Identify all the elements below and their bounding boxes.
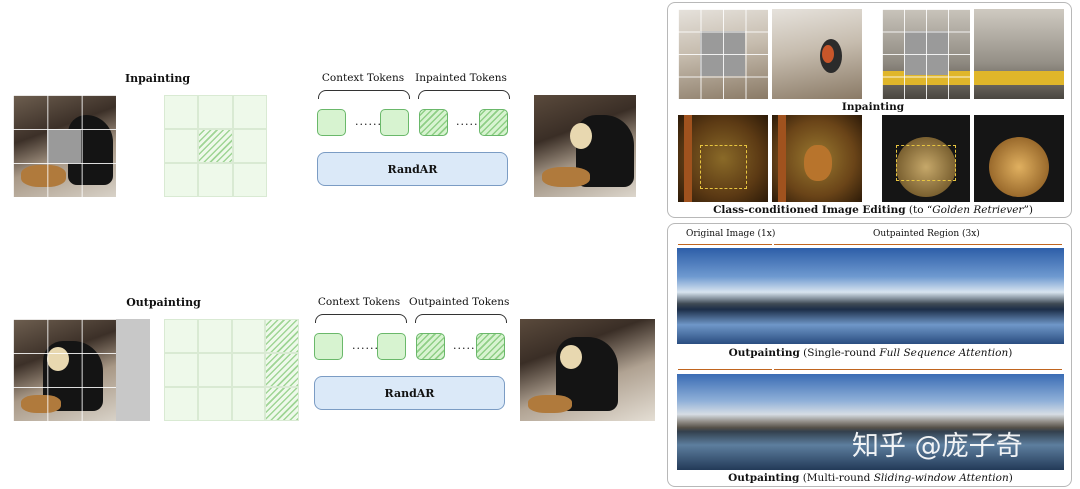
inpainting-caption: Inpainting: [841, 101, 905, 113]
inpainting-token-grid: [164, 95, 267, 197]
inpainting-title: Inpainting: [124, 72, 191, 85]
outpainted-token: [416, 333, 445, 360]
outpainted-token: [476, 333, 505, 360]
original-image-label: Original Image (1x): [686, 229, 776, 239]
dog-edited-image: [772, 115, 862, 202]
inpainted-token: [419, 109, 448, 136]
panorama-full-attention: [677, 248, 1064, 344]
inpainted-tokens-label: Inpainted Tokens: [415, 72, 507, 84]
context-token: [380, 109, 409, 136]
outpainting-token-grid: [164, 319, 299, 421]
owl-source-image: [678, 115, 768, 202]
context-brace: [315, 314, 407, 323]
editing-caption: Class-conditioned Image Editing (to “Gol…: [713, 204, 1033, 216]
building-masked-image: [882, 9, 970, 99]
inpainting-output-image: [534, 95, 636, 197]
original-range-arrow: [678, 369, 772, 370]
outpainted-range-arrow: [774, 369, 1062, 370]
context-tokens-label: Context Tokens: [321, 72, 405, 84]
ellipsis: ......: [453, 339, 480, 352]
randar-model-box: RandAR: [314, 376, 505, 410]
ellipsis: ......: [355, 115, 382, 128]
context-brace: [318, 90, 410, 99]
outpainting-title: Outpainting: [126, 296, 201, 309]
editing-results-panel: Inpainting Class-conditioned Image Editi…: [667, 2, 1072, 218]
ellipsis: ......: [352, 339, 379, 352]
outpainted-brace: [415, 314, 507, 323]
watermark-text: 知乎 @庞子奇: [852, 431, 1023, 462]
bird-inpainted-image: [772, 9, 862, 99]
outpainted-tokens-label: Outpainted Tokens: [409, 296, 510, 308]
randar-model-box: RandAR: [317, 152, 508, 186]
building-inpainted-image: [974, 9, 1064, 99]
outpainting-full-caption: Outpainting (Single-round Full Sequence …: [728, 347, 1013, 359]
context-tokens-label: Context Tokens: [317, 296, 401, 308]
bird-masked-image: [678, 9, 768, 99]
inpainted-brace: [418, 90, 510, 99]
inpainting-input-image: [13, 95, 116, 197]
outpainting-sliding-caption: Outpainting (Multi-round Sliding-window …: [728, 472, 1013, 484]
context-token: [377, 333, 406, 360]
ellipsis: ......: [456, 115, 483, 128]
outpainted-range-arrow: [774, 244, 1062, 245]
original-range-arrow: [678, 244, 772, 245]
gong-dog-edited-image: [974, 115, 1064, 202]
context-token: [317, 109, 346, 136]
context-token: [314, 333, 343, 360]
gong-source-image: [882, 115, 970, 202]
outpainting-input-image: [13, 319, 150, 421]
panorama-sliding-window: 知乎 @庞子奇: [677, 374, 1064, 470]
outpainting-results-panel: Original Image (1x) Outpainted Region (3…: [667, 223, 1072, 487]
outpainted-region-label: Outpainted Region (3x): [873, 229, 980, 239]
inpainted-token: [479, 109, 508, 136]
outpainting-output-image: [520, 319, 655, 421]
